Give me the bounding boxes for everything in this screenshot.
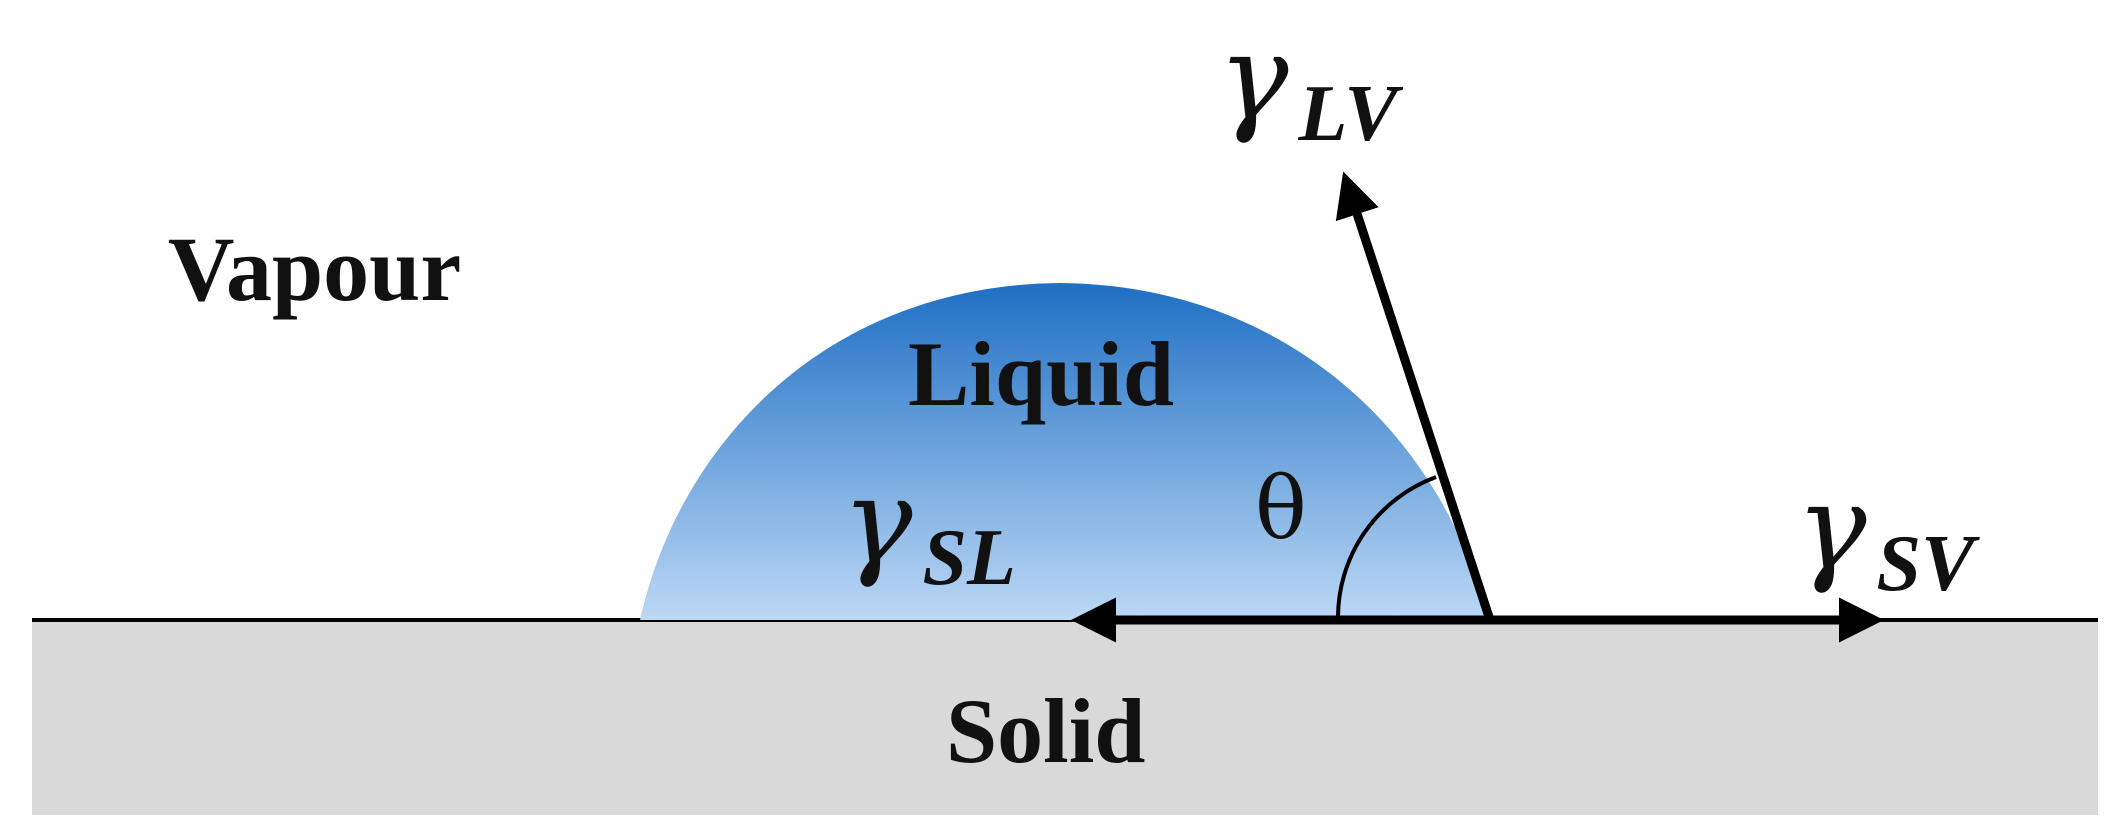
gamma-sl-symbol: γ [842, 452, 913, 590]
liquid-droplet [640, 283, 1488, 620]
contact-angle-arc [1335, 475, 1437, 621]
gamma-sv-subscript: SV [1877, 520, 1980, 608]
gamma-lv-subscript: LV [1298, 70, 1404, 158]
solid-substrate [32, 620, 2098, 815]
gamma-sv-symbol: γ [1796, 458, 1867, 596]
theta-label: θ [1255, 459, 1307, 559]
gamma-lv-arrow [1335, 171, 1495, 622]
gamma-lv-symbol: γ [1218, 8, 1289, 146]
liquid-label: Liquid [908, 323, 1174, 425]
vapour-label: Vapour [168, 218, 461, 320]
gamma-sl-subscript: SL [923, 514, 1016, 602]
solid-label: Solid [946, 680, 1145, 782]
